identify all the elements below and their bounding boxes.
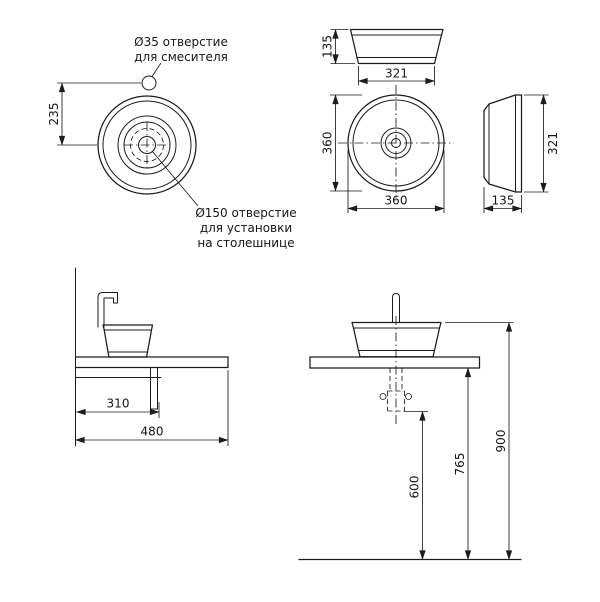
view-plan-annotated: Ø35 отверстие для смесителя Ø150 отверст… [47,35,297,250]
faucet-hole-leader [151,62,162,77]
dim-135-side-label: 135 [492,194,515,208]
view-installation-front: 600 765 900 [298,293,522,561]
dim-360-vertical-label: 360 [321,132,335,155]
faucet-side-outline [97,292,118,328]
install-hole-leader [151,150,199,207]
view-side-profile: 321 135 [483,94,560,213]
outer-rim-circle [97,95,197,195]
faucet-hole-circle [141,75,157,91]
dim-321-front-label: 321 [385,67,408,81]
view-installation-side: 310 480 [74,267,229,447]
dim-765-label: 765 [453,453,467,476]
install-hole-label-line1: Ø150 отверстие [195,206,296,220]
dim-600-label: 600 [408,476,422,499]
dim-235-label: 235 [47,103,61,126]
side-profile-outline [483,94,523,193]
dim-480-label: 480 [141,425,164,439]
mount-hole-right [405,393,412,400]
mount-hole-left [379,393,387,400]
dim-360-horizontal-label: 360 [385,194,408,208]
bowl-front-install-outline [351,321,442,358]
view-front-bowl: 135 321 [321,28,444,86]
install-hole-label-line2: для установки [200,221,292,235]
dim-321-side-label: 321 [546,132,560,155]
drain-circle [138,136,156,154]
install-hole-label-line3: на столешнице [197,236,294,250]
faucet-front-outline [392,293,400,323]
bowl-base-circle [117,115,177,175]
view-plan-dimensioned: 360 360 [321,85,454,213]
bowl-front-outline [349,28,444,65]
faucet-hole-label-line1: Ø35 отверстие [134,35,228,49]
dim-310-label: 310 [107,397,130,411]
inner-rim-circle [102,100,192,190]
dim-135-front-label: 135 [321,35,335,58]
bowl-side-outline [102,324,154,358]
dim-900-label: 900 [494,430,508,453]
faucet-hole-label-line2: для смесителя [134,50,228,64]
